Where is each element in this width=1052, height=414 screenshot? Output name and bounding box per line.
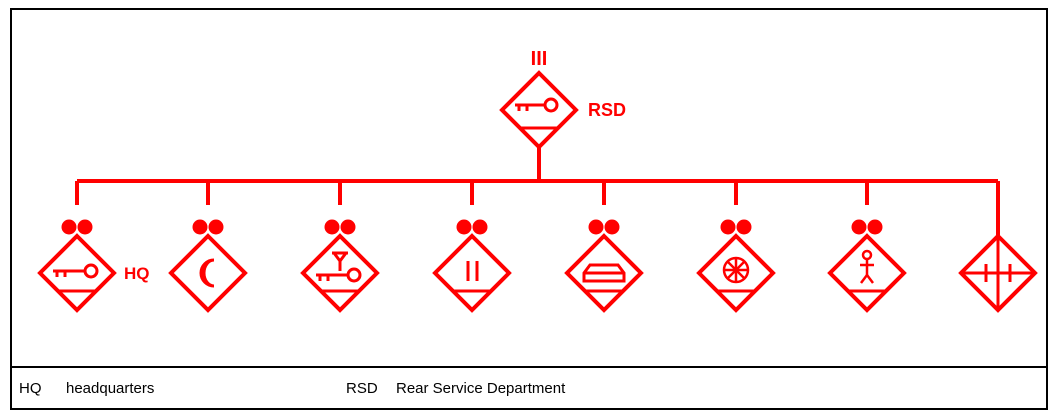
subordinate-unit-person	[827, 219, 907, 313]
echelon-dots	[324, 219, 356, 235]
legend-desc-hq: headquarters	[66, 380, 155, 397]
rail-track-icon	[961, 236, 1035, 310]
echelon-dots	[588, 219, 620, 235]
org-chart: III RSD	[37, 48, 1038, 313]
ration-box-icon	[582, 263, 626, 283]
subordinate-unit-ration-box	[564, 219, 644, 313]
subordinate-unit-wheel	[696, 219, 776, 313]
crescent-icon	[199, 258, 215, 288]
wheel-icon	[722, 256, 750, 284]
top-unit-symbol	[499, 70, 579, 150]
double-bar-icon	[466, 261, 479, 281]
subordinate-unit-crescent	[168, 219, 248, 313]
top-unit: III RSD	[499, 48, 626, 150]
subordinate-unit-rail-track	[958, 233, 1038, 313]
key-icon	[53, 263, 99, 279]
hq-label: HQ	[124, 264, 150, 283]
echelon-dots	[61, 219, 93, 235]
echelon-dots	[720, 219, 752, 235]
legend-abbr-hq: HQ	[19, 380, 42, 397]
echelon-dots	[456, 219, 488, 235]
subordinate-unit-fuel-key	[300, 219, 380, 313]
echelon-dots	[192, 219, 224, 235]
legend-desc-rsd: Rear Service Department	[396, 380, 566, 397]
echelon-marks: III	[531, 48, 548, 70]
top-unit-label: RSD	[588, 100, 626, 120]
subordinate-unit-hq	[37, 219, 117, 313]
subordinate-unit-double-bar	[432, 219, 512, 313]
legend-divider	[10, 366, 1048, 368]
connectors	[75, 147, 1000, 236]
fuel-key-icon	[316, 251, 362, 283]
echelon-dots	[851, 219, 883, 235]
diagram-frame	[10, 8, 1048, 410]
key-icon	[515, 97, 559, 113]
person-icon	[860, 249, 874, 284]
legend-abbr-rsd: RSD	[346, 380, 378, 397]
